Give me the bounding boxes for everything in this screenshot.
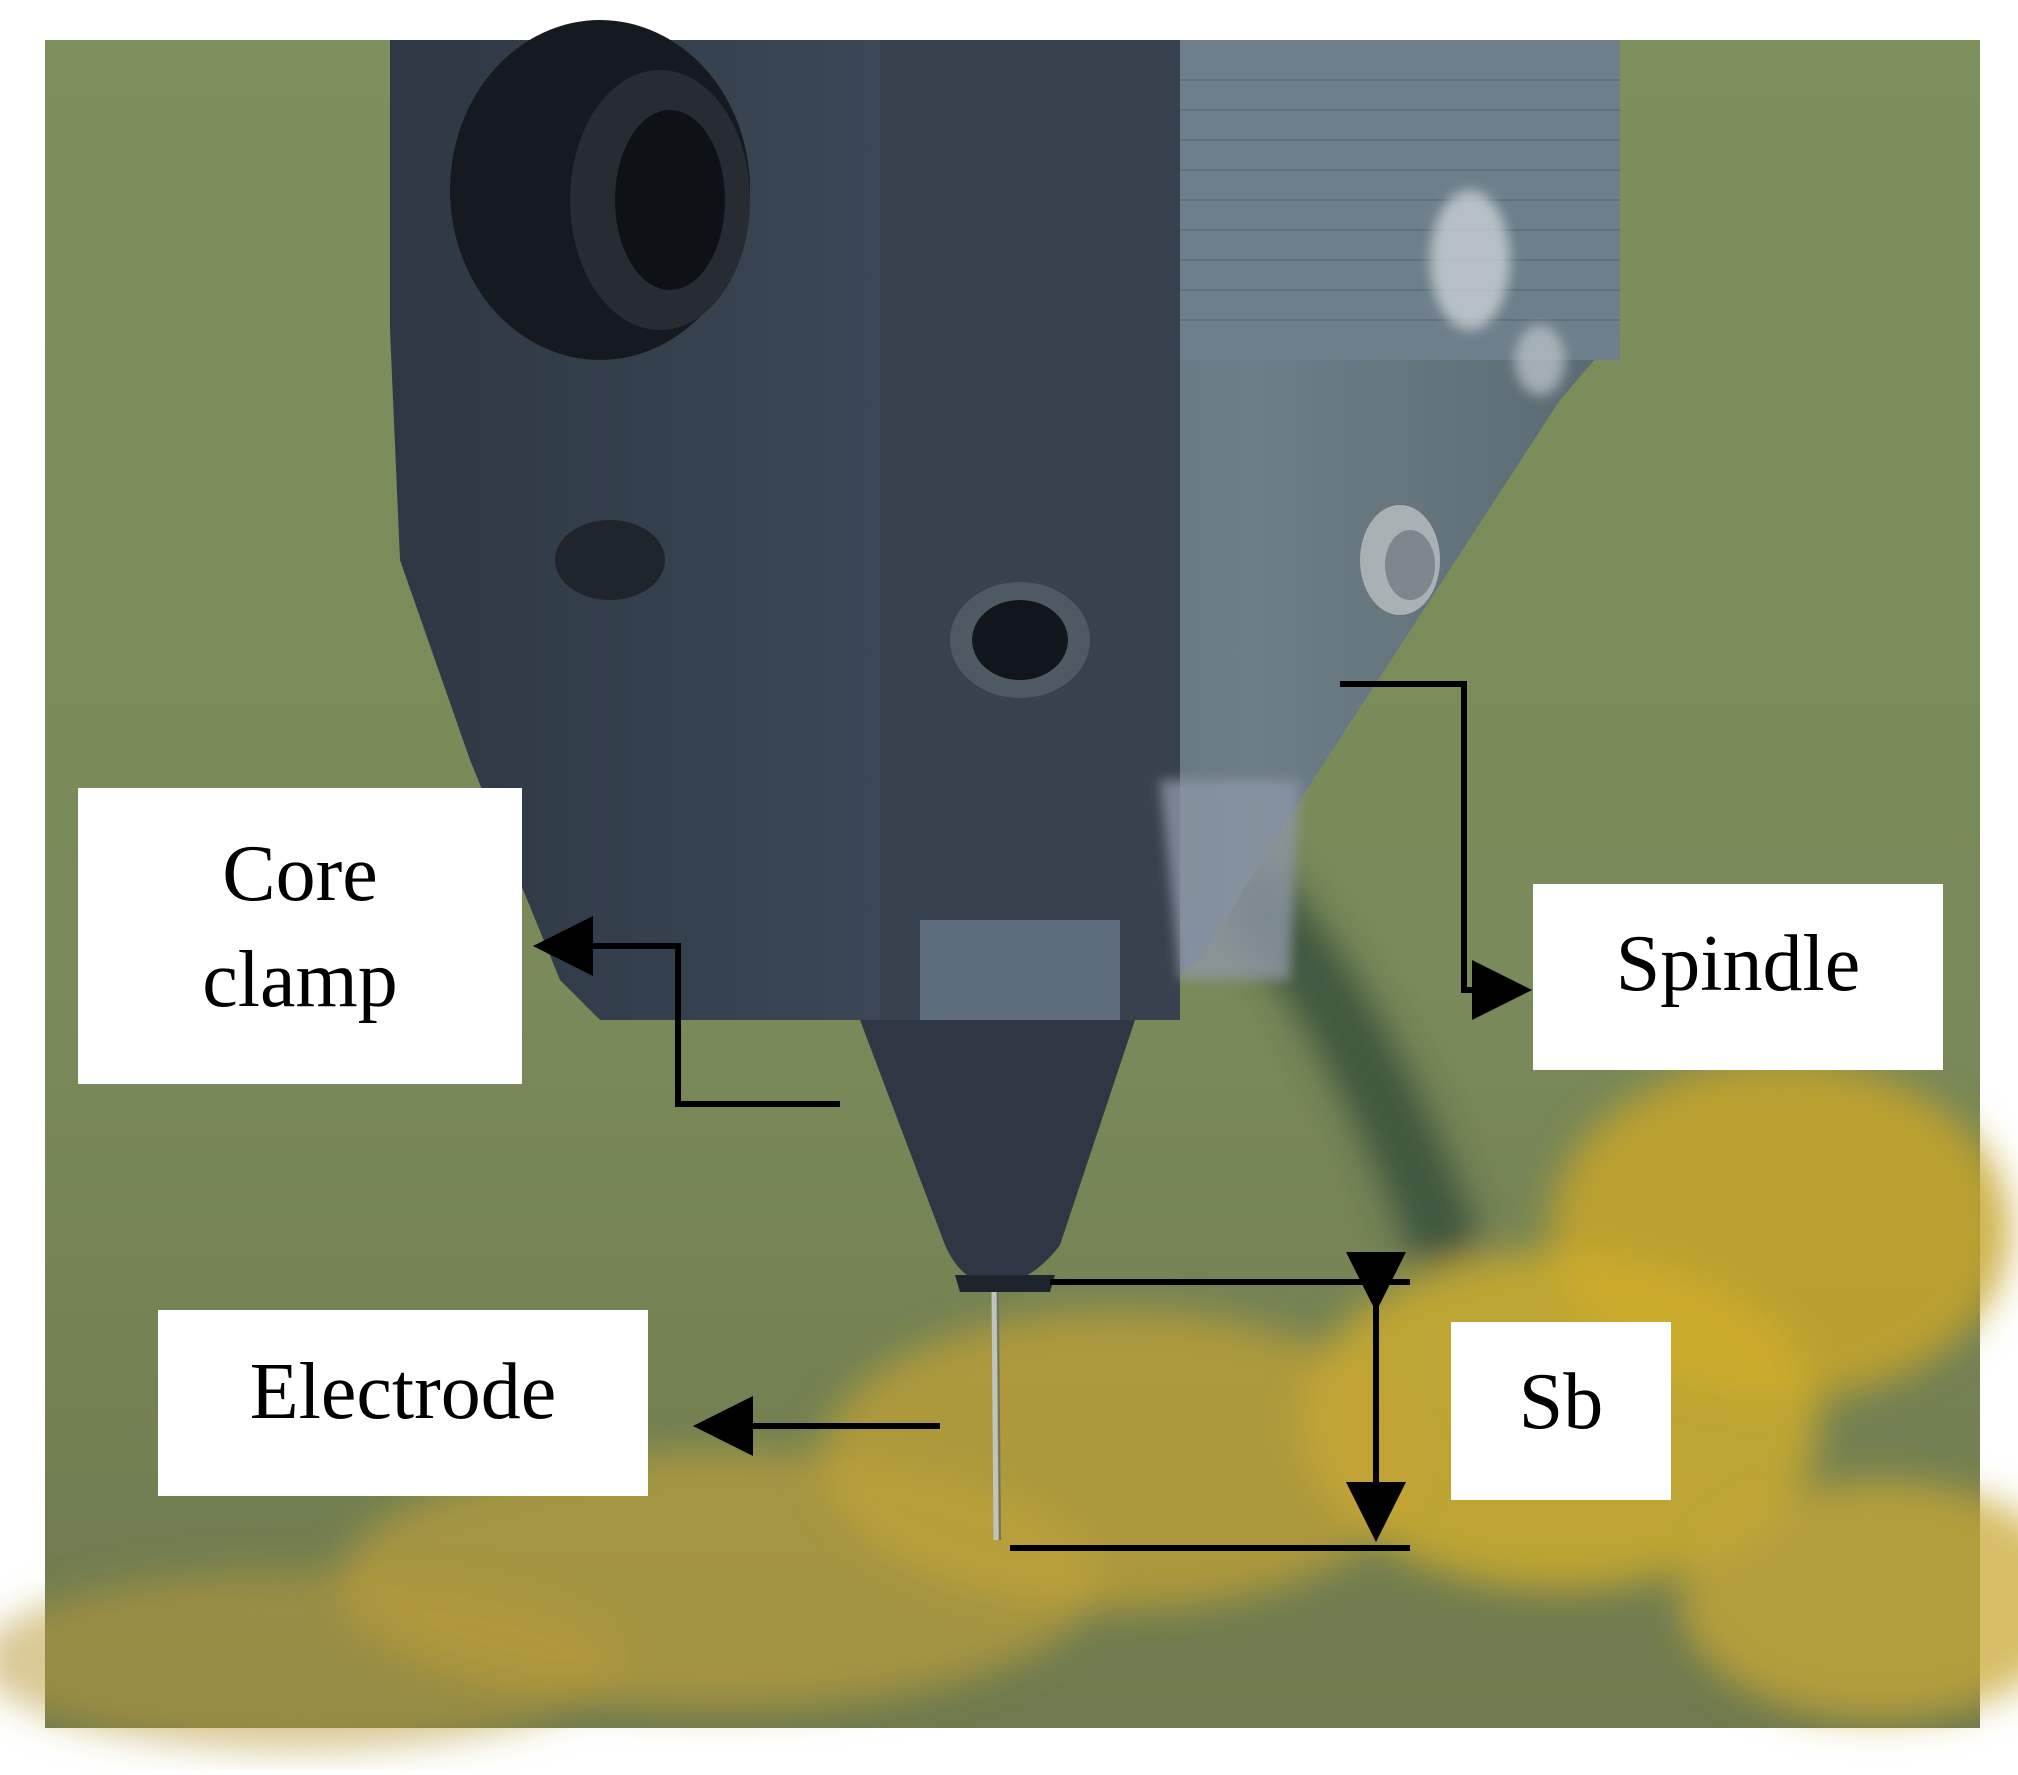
label-spindle: Spindle <box>1533 884 1943 1070</box>
annotations <box>533 681 1532 1551</box>
label-sb-text: Sb <box>1519 1358 1604 1446</box>
core-clamp-leader <box>533 916 840 1107</box>
label-sb: Sb <box>1451 1322 1671 1500</box>
spindle-leader <box>1340 681 1532 1020</box>
label-spindle-text: Spindle <box>1616 920 1860 1008</box>
label-core-clamp-line2: clamp <box>202 936 397 1024</box>
label-electrode-text: Electrode <box>250 1348 556 1436</box>
label-core-clamp-line1: Core <box>222 830 378 918</box>
tool-body <box>390 20 1620 1541</box>
label-core-clamp: Core clamp <box>78 788 522 1084</box>
label-electrode: Electrode <box>158 1310 648 1496</box>
